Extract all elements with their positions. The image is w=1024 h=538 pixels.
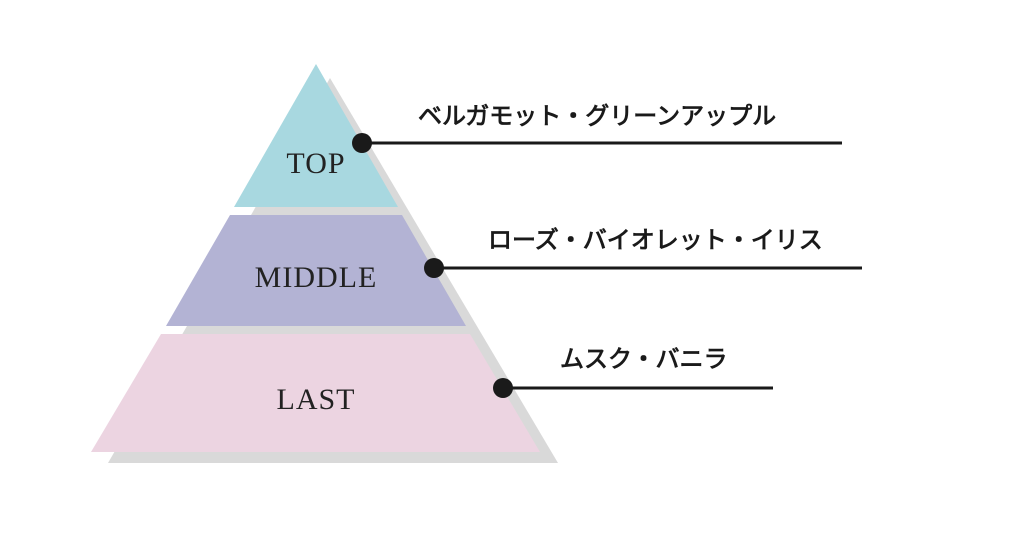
pyramid-tier-top: [234, 64, 398, 207]
pyramid-tier-middle: [166, 215, 466, 326]
note-label-top: ベルガモット・グリーンアップル: [418, 102, 776, 130]
tier-label-top: TOP: [286, 147, 345, 180]
note-label-middle: ローズ・バイオレット・イリス: [488, 226, 823, 254]
note-label-last: ムスク・バニラ: [560, 345, 728, 373]
pyramid-tier-last: [91, 334, 540, 452]
leader-dot-top: [352, 133, 372, 153]
tier-label-middle: MIDDLE: [255, 261, 378, 294]
leader-dot-middle: [424, 258, 444, 278]
leader-dot-last: [493, 378, 513, 398]
tier-label-last: LAST: [277, 383, 356, 416]
